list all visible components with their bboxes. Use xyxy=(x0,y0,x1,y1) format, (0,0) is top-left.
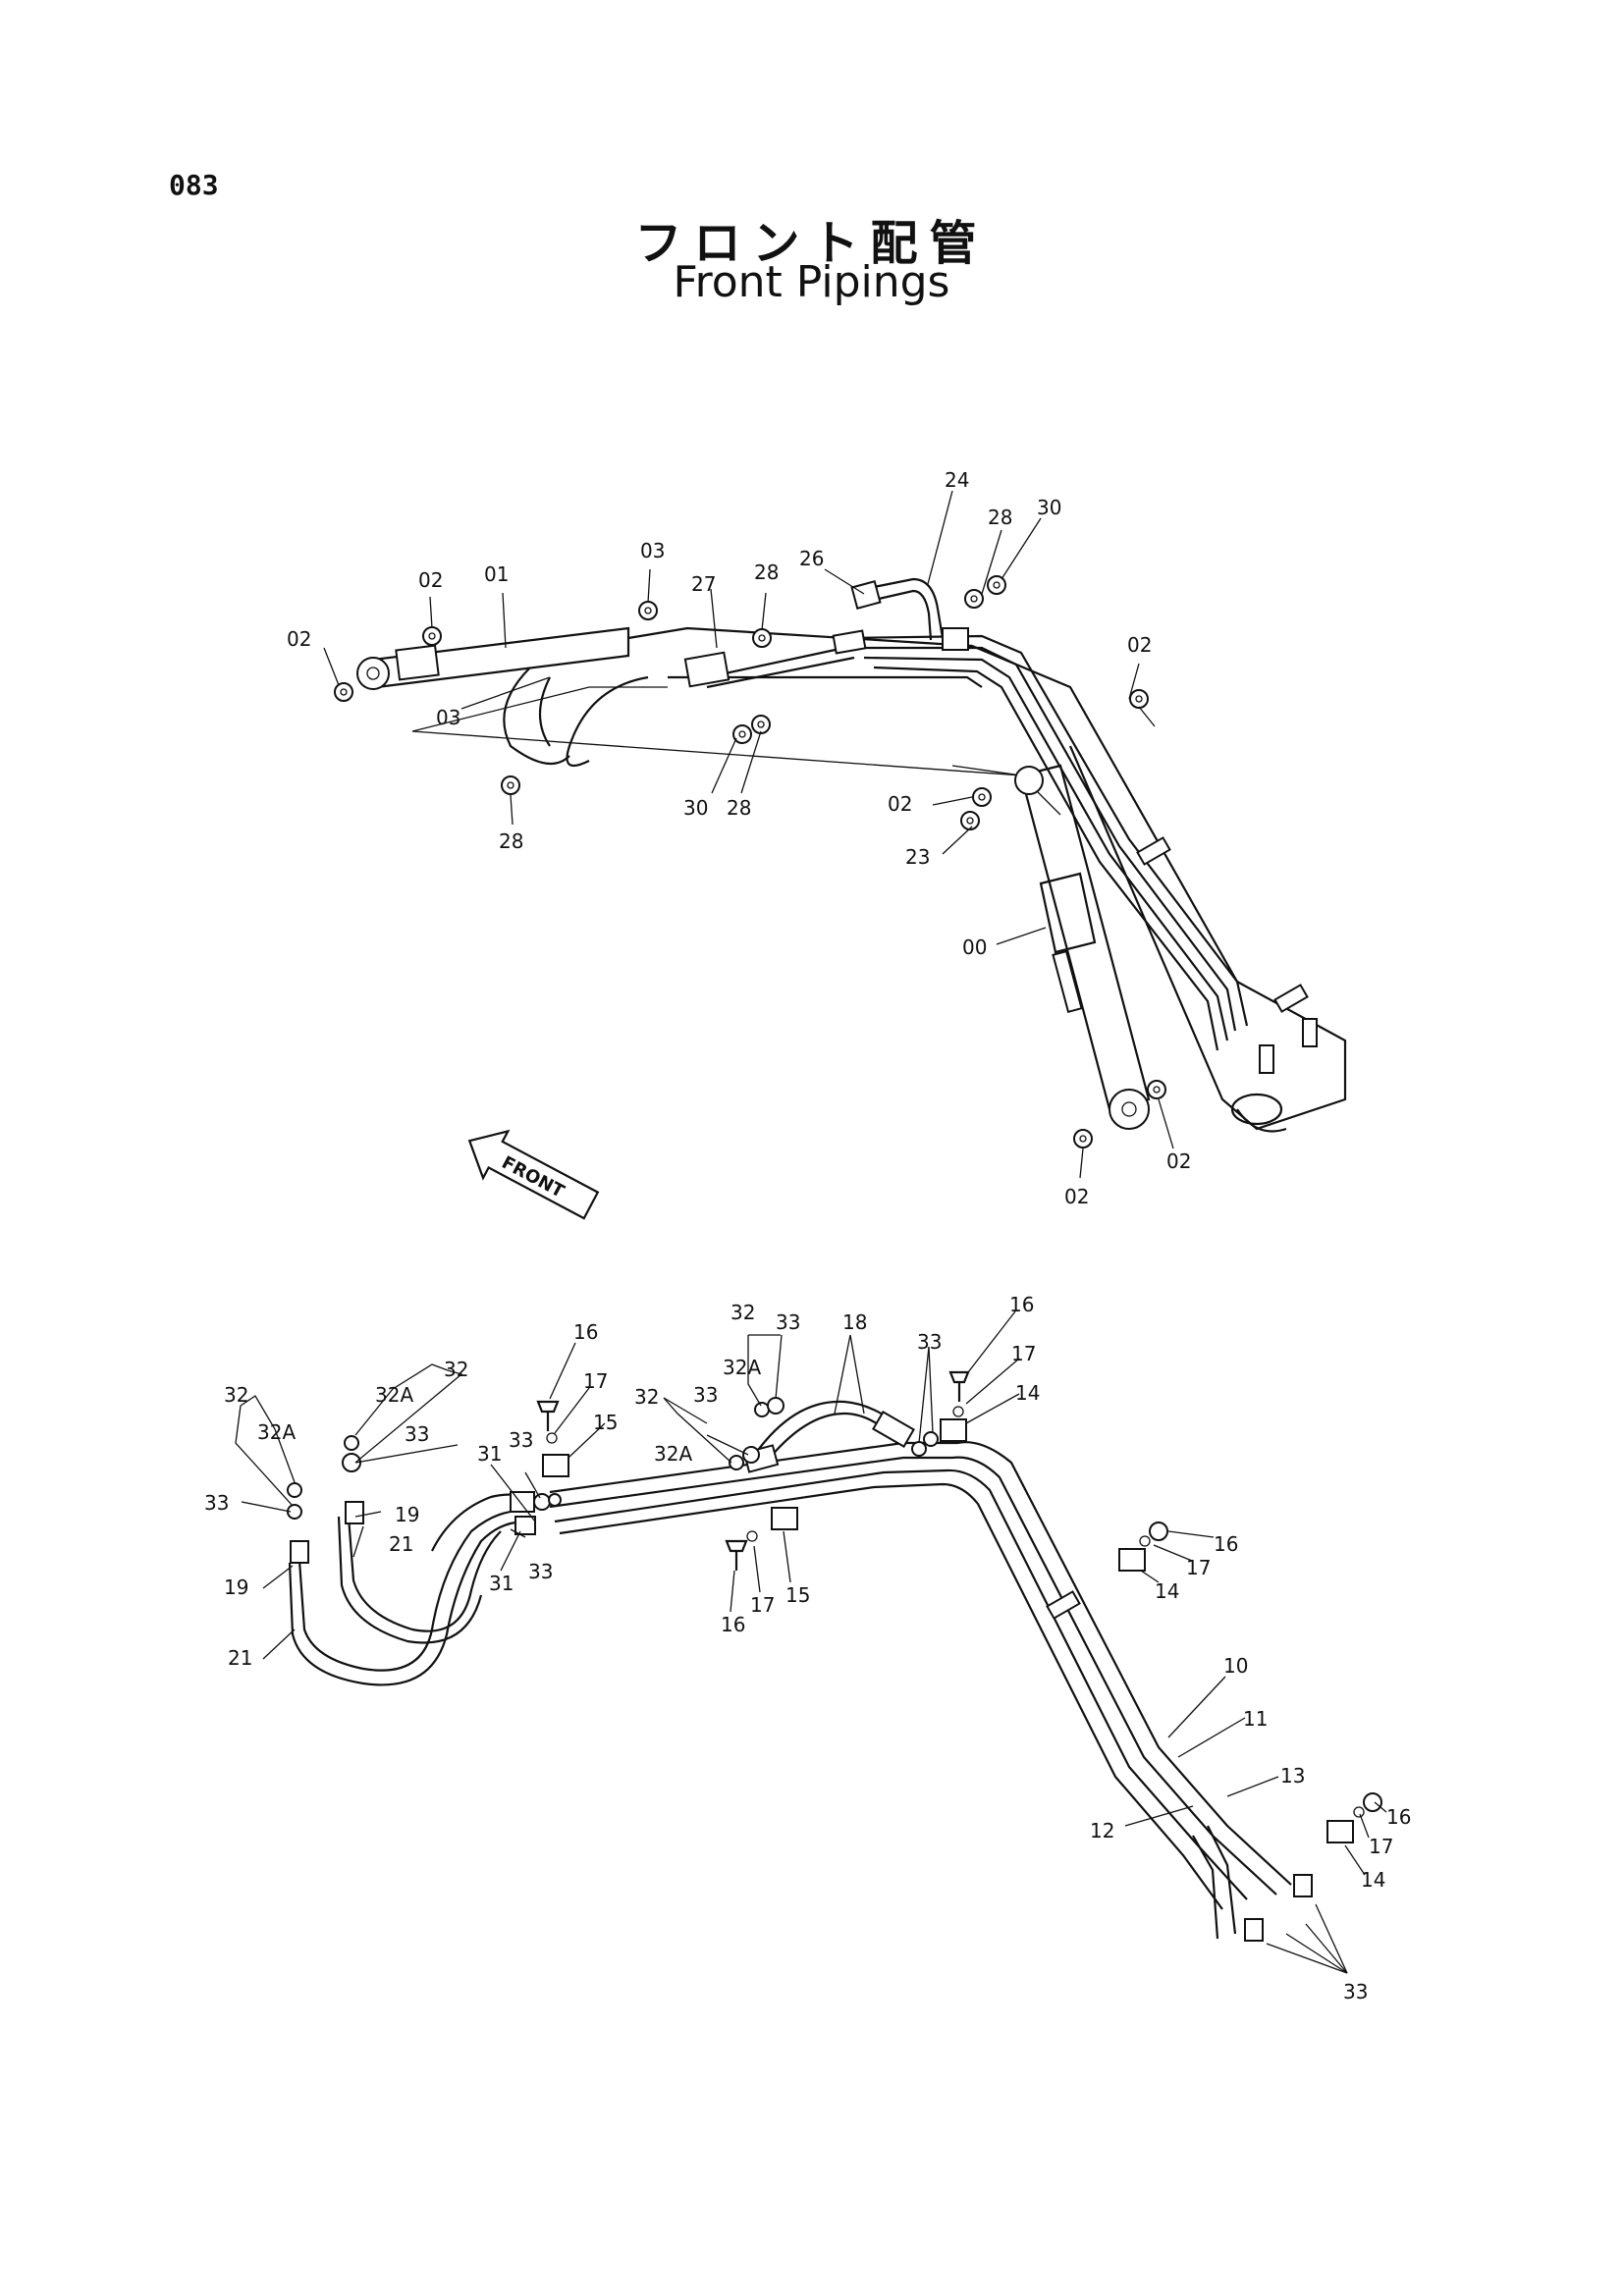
callout-label: 33 xyxy=(405,1422,429,1446)
callout-label: 33 xyxy=(693,1383,718,1407)
lower-callout-labels: 32 32A 33 19 21 32A 32 33 19 21 16 17 15… xyxy=(204,1293,1411,2003)
callout-label: 28 xyxy=(988,506,1012,529)
callout-label: 18 xyxy=(842,1310,867,1334)
callout-label: 17 xyxy=(1186,1556,1211,1579)
callout-label: 31 xyxy=(489,1572,514,1595)
callout-label: 16 xyxy=(721,1613,745,1636)
arm-cylinder xyxy=(356,626,630,690)
page-number: 083 xyxy=(169,169,219,201)
callout-label: 11 xyxy=(1243,1707,1268,1731)
callout-label: 12 xyxy=(1090,1819,1114,1842)
callout-label: 14 xyxy=(1015,1381,1040,1405)
callout-label: 02 xyxy=(287,627,311,651)
boom xyxy=(411,626,1347,1133)
callout-label: 02 xyxy=(1166,1149,1191,1173)
lower-assembly-drawing: 32 32A 33 19 21 32A 32 33 19 21 16 17 15… xyxy=(204,1293,1411,2003)
upper-assembly-drawing: 01 02 02 03 03 27 28 26 24 28 30 02 30 2… xyxy=(287,468,1347,1208)
callout-label: 16 xyxy=(1386,1805,1411,1829)
callout-label: 17 xyxy=(583,1369,608,1393)
callout-label: 10 xyxy=(1223,1654,1248,1678)
callout-label: 01 xyxy=(484,562,509,586)
callout-label: 32A xyxy=(654,1442,692,1466)
callout-label: 02 xyxy=(1127,633,1152,657)
clamps xyxy=(536,1370,1382,1843)
callout-label: 13 xyxy=(1280,1764,1305,1788)
lower-leader-lines xyxy=(235,1310,1387,1974)
callout-label: 32A xyxy=(723,1356,761,1379)
callout-label: 21 xyxy=(389,1532,413,1556)
upper-leader-lines xyxy=(323,490,1174,1179)
callout-label: 27 xyxy=(691,572,716,596)
callout-label: 32A xyxy=(257,1420,296,1444)
callout-label: 19 xyxy=(395,1503,419,1526)
callout-label: 31 xyxy=(477,1442,502,1466)
callout-label: 03 xyxy=(436,706,460,729)
upper-washers xyxy=(334,575,1166,1148)
callout-label: 00 xyxy=(962,935,987,959)
callout-label: 24 xyxy=(945,468,969,492)
callout-label: 28 xyxy=(499,829,523,853)
page-title-japanese: フロント配管 xyxy=(634,216,989,271)
callout-label: 33 xyxy=(509,1428,533,1452)
callout-label: 15 xyxy=(593,1411,618,1434)
callout-label: 17 xyxy=(750,1593,775,1617)
callout-label: 30 xyxy=(683,796,708,820)
upper-callout-labels: 01 02 02 03 03 27 28 26 24 28 30 02 30 2… xyxy=(287,468,1191,1208)
callout-label: 33 xyxy=(917,1330,942,1354)
callout-label: 33 xyxy=(204,1491,229,1515)
swing-hoses xyxy=(742,1400,915,1473)
callout-label: 16 xyxy=(1214,1532,1238,1556)
callout-label: 32 xyxy=(224,1383,248,1407)
callout-label: 32 xyxy=(634,1385,659,1409)
callout-label: 17 xyxy=(1369,1835,1393,1858)
callout-label: 30 xyxy=(1037,496,1061,519)
callout-label: 19 xyxy=(224,1575,248,1599)
callout-label: 02 xyxy=(418,568,443,592)
pipe-bundle xyxy=(549,1441,1313,1942)
boom-cylinder xyxy=(1014,764,1151,1130)
callout-label: 03 xyxy=(640,539,665,562)
top-hose-assembly xyxy=(832,577,969,655)
callout-label: 33 xyxy=(528,1560,553,1583)
callout-label: 32 xyxy=(730,1301,755,1324)
callout-label: 02 xyxy=(888,792,912,816)
callout-label: 23 xyxy=(905,845,930,869)
callout-label: 33 xyxy=(776,1310,800,1334)
callout-label: 26 xyxy=(799,547,824,570)
callout-label: 14 xyxy=(1155,1579,1179,1603)
callout-label: 16 xyxy=(1009,1293,1034,1316)
callout-label: 33 xyxy=(1343,1980,1368,2003)
page-title: Front Pipings xyxy=(673,257,950,307)
callout-label: 15 xyxy=(785,1583,810,1607)
flexible-hoses xyxy=(288,1493,536,1686)
front-direction-arrow: FRONT xyxy=(467,1129,600,1220)
callout-label: 28 xyxy=(727,796,751,820)
callout-label: 16 xyxy=(573,1320,598,1344)
callout-label: 21 xyxy=(228,1646,252,1670)
callout-label: 32 xyxy=(444,1358,468,1381)
callout-label: 14 xyxy=(1361,1868,1385,1892)
arm-cylinder-hoses xyxy=(503,646,855,768)
callout-label: 02 xyxy=(1064,1185,1089,1208)
callout-label: 28 xyxy=(754,561,779,584)
callout-label: 17 xyxy=(1011,1342,1036,1365)
callout-label: 32A xyxy=(375,1383,413,1407)
